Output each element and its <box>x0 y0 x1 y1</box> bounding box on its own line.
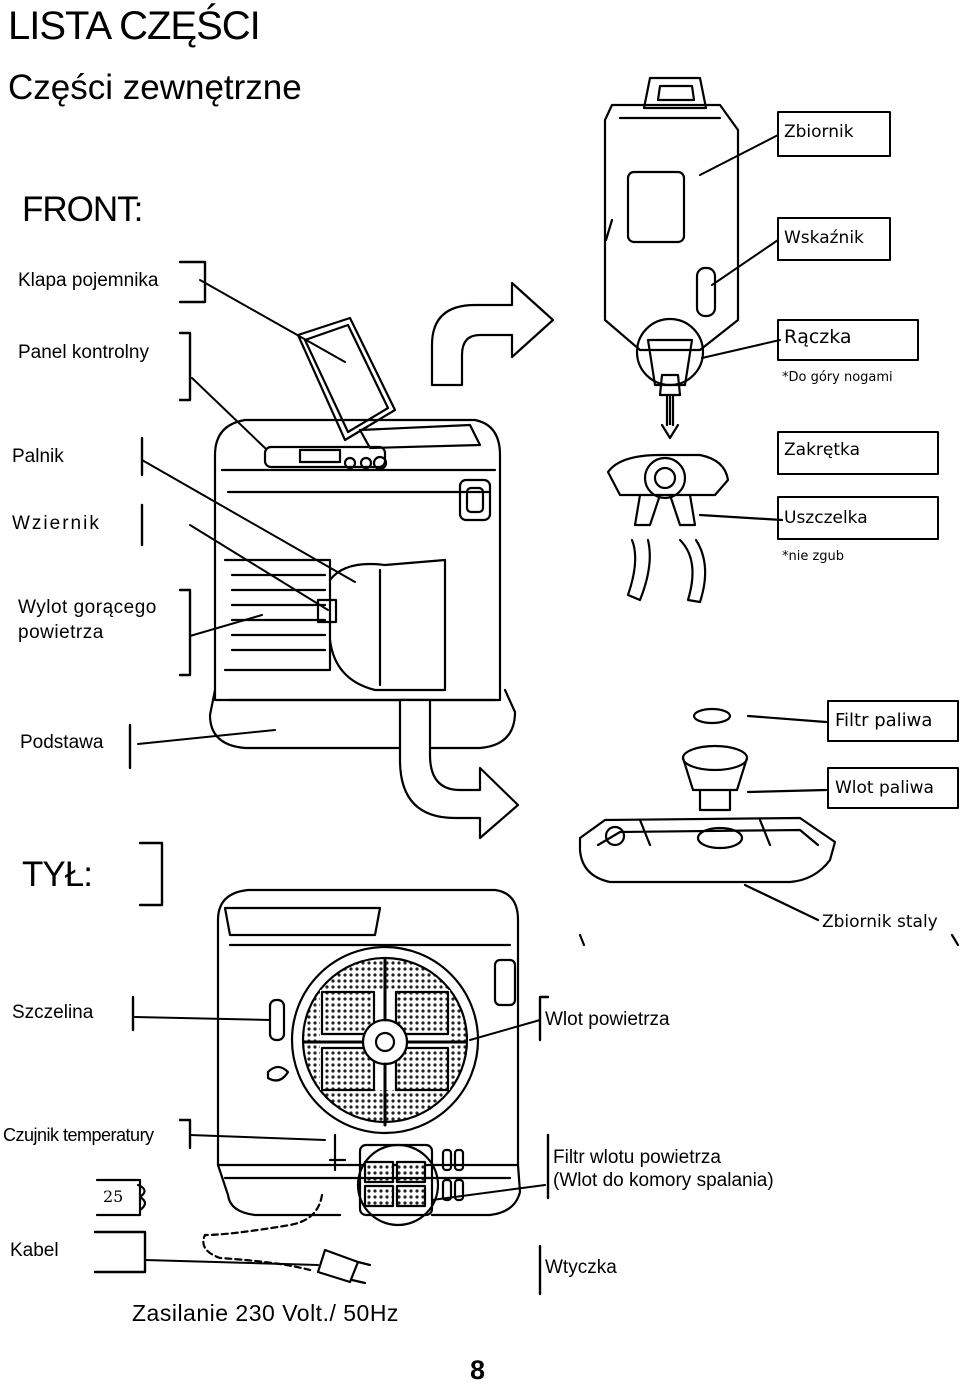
front-heading: FRONT: <box>22 190 143 229</box>
note-do-gory-nogami: *Do góry nogami <box>782 370 893 385</box>
label-filtr-wlotu-line2: (Wlot do komory spalania) <box>553 1170 774 1191</box>
label-zbiornik: Zbiornik <box>784 122 854 142</box>
front-leader-lines <box>137 279 356 745</box>
label-uszczelka: Uszczelka <box>784 508 868 528</box>
label-panel-kontrolny: Panel kontrolny <box>18 342 149 363</box>
page-title: LISTA CZĘŚCI <box>8 4 261 48</box>
front-heater-drawing <box>208 316 517 750</box>
back-brackets <box>93 841 550 1296</box>
back-leader-lines <box>134 1016 546 1266</box>
power-spec: Zasilanie 230 Volt./ 50Hz <box>132 1300 399 1326</box>
label-wylot-line1: Wylot gorącego <box>18 597 157 618</box>
cap-drawing <box>606 453 784 604</box>
back-heading: TYŁ: <box>22 855 93 894</box>
label-wylot-line2: powietrza <box>18 622 104 643</box>
label-podstawa: Podstawa <box>20 732 104 753</box>
label-wziernik: Wziernik <box>12 513 101 534</box>
sensor-value: 25 <box>103 1187 124 1206</box>
fixed-tank-drawing <box>578 707 960 947</box>
tank-leader-lines <box>699 134 781 359</box>
label-raczka: Rączka <box>784 326 852 348</box>
page-subtitle: Części zewnętrzne <box>8 68 302 107</box>
tank-drawing <box>603 76 740 440</box>
transfer-arrows <box>398 281 555 840</box>
label-szczelina: Szczelina <box>12 1002 94 1023</box>
front-brackets <box>128 260 207 770</box>
label-palnik: Palnik <box>12 446 64 467</box>
sensor-box <box>95 1178 147 1217</box>
label-filtr-wlotu-line1: Filtr wlotu powietrza <box>553 1147 721 1168</box>
label-klapa-pojemnika: Klapa pojemnika <box>18 270 159 291</box>
note-nie-zgub: *nie zgub <box>782 549 845 564</box>
label-zbiornik-staly: Zbiornik staly <box>822 912 938 932</box>
label-wlot-powietrza: Wlot powietrza <box>545 1009 670 1030</box>
label-wtyczka: Wtyczka <box>545 1257 617 1278</box>
label-wskaznik: Wskaźnik <box>784 228 864 248</box>
label-wlot-paliwa: Wlot paliwa <box>835 778 934 798</box>
tank-label-boxes <box>777 111 959 809</box>
label-filtr-paliwa: Filtr paliwa <box>835 710 933 731</box>
page-number: 8 <box>470 1355 486 1385</box>
label-kabel: Kabel <box>10 1240 59 1261</box>
label-czujnik-temperatury: Czujnik temperatury <box>3 1125 154 1145</box>
label-zakretka: Zakrętka <box>784 440 860 460</box>
back-heater-drawing <box>202 888 522 1285</box>
